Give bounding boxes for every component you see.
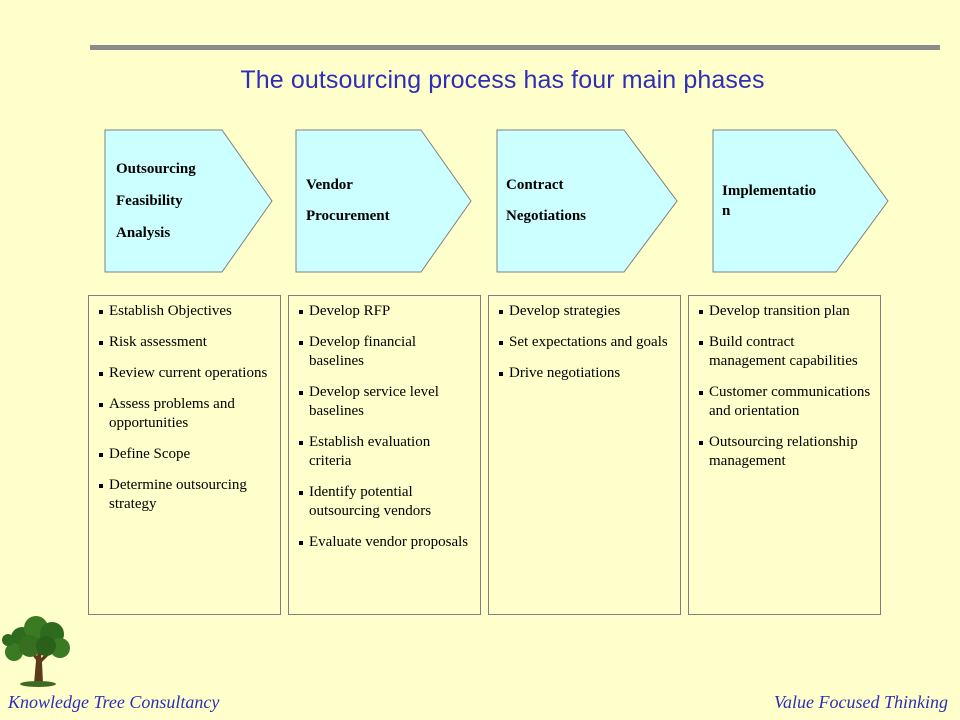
activity-item: Develop RFP	[299, 302, 472, 321]
footer-tagline: Value Focused Thinking	[774, 692, 948, 712]
phase-4-chevron: Implementatio n	[712, 129, 892, 273]
tree-icon	[2, 616, 70, 687]
activity-item: Review current operations	[99, 364, 272, 383]
phase-1-chevron: Outsourcing Feasibility Analysis	[104, 129, 274, 273]
phase-4-activities: Develop transition plan Build contract m…	[688, 295, 881, 615]
phase-1-label-line-3: Analysis	[116, 225, 171, 241]
footer-company: Knowledge Tree Consultancy	[8, 692, 220, 712]
phase-1-label: Outsourcing Feasibility Analysis	[116, 129, 196, 273]
page-title: The outsourcing process has four main ph…	[240, 66, 765, 94]
phase-3-shape	[496, 129, 678, 273]
phase-2-label-line-1: Vendor	[306, 177, 353, 193]
activity-item: Outsourcing relationship management	[699, 433, 872, 471]
activity-item: Develop financial baselines	[299, 333, 472, 371]
activity-item: Establish evaluation criteria	[299, 433, 472, 471]
phase-3-label: Contract Negotiations	[506, 129, 586, 273]
phase-2-chevron: Vendor Procurement	[295, 129, 475, 273]
activity-item: Set expectations and goals	[499, 333, 672, 352]
activity-item: Establish Objectives	[99, 302, 272, 321]
phase-3-label-line-1: Contract	[506, 177, 564, 193]
activity-item: Evaluate vendor proposals	[299, 533, 472, 552]
phase-1-activities: Establish Objectives Risk assessment Rev…	[88, 295, 281, 615]
phase-2-activities: Develop RFP Develop financial baselines …	[288, 295, 481, 615]
phase-4-shape	[712, 129, 889, 273]
phase-2-shape	[295, 129, 472, 273]
activity-item: Develop transition plan	[699, 302, 872, 321]
activity-item: Customer communications and orientation	[699, 383, 872, 421]
phase-3-activities: Develop strategies Set expectations and …	[488, 295, 681, 615]
phase-3-chevron: Contract Negotiations	[496, 129, 681, 273]
phase-1-shape	[104, 129, 273, 273]
activity-item: Drive negotiations	[499, 364, 672, 383]
phase-4-label-line-2: n	[722, 203, 731, 219]
activity-item: Develop strategies	[499, 302, 672, 321]
activity-item: Define Scope	[99, 445, 272, 464]
phase-2-label-line-2: Procurement	[306, 208, 390, 224]
phase-1-label-line-1: Outsourcing	[116, 161, 196, 177]
activity-item: Identify potential outsourcing vendors	[299, 483, 472, 521]
phase-1-label-line-2: Feasibility	[116, 193, 183, 209]
activity-item: Develop service level baselines	[299, 383, 472, 421]
phase-3-label-line-2: Negotiations	[506, 208, 586, 224]
activity-item: Determine outsourcing strategy	[99, 476, 272, 514]
activity-item: Risk assessment	[99, 333, 272, 352]
phase-4-label: Implementatio n	[722, 129, 840, 273]
phase-4-label-line-1: Implementatio	[722, 183, 817, 199]
phase-2-label: Vendor Procurement	[306, 129, 390, 273]
activity-item: Assess problems and opportunities	[99, 395, 272, 433]
top-rule	[90, 45, 940, 50]
activity-item: Build contract management capabilities	[699, 333, 872, 371]
